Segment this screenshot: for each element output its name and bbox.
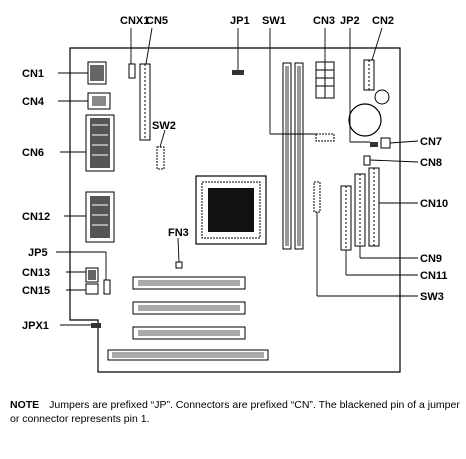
leader-lines [56, 27, 419, 326]
cpu-socket [195, 175, 267, 245]
label-jp1: JP1 [230, 15, 250, 27]
cn1-connector [87, 61, 107, 85]
label-cn5: CN5 [146, 15, 168, 27]
label-fn3: FN3 [168, 227, 189, 239]
sw2-switch [156, 146, 165, 170]
label-cn11: CN11 [420, 270, 448, 282]
jp5-jumper [103, 279, 111, 295]
sw3-switch [313, 181, 321, 213]
label-cn13: CN13 [22, 267, 50, 279]
jp2-jumper [370, 142, 378, 147]
cn2-header [363, 59, 375, 91]
label-sw2: SW2 [152, 120, 176, 132]
cn6-connector [85, 114, 115, 172]
cn9-header [354, 173, 366, 247]
cn4-connector [87, 92, 111, 110]
label-sw3: SW3 [420, 291, 444, 303]
label-cn3: CN3 [313, 15, 335, 27]
cn13-connector [85, 267, 99, 283]
cn11-header [340, 185, 352, 251]
label-cn9: CN9 [420, 253, 442, 265]
note-heading: NOTE [10, 399, 40, 411]
expansion-slot [107, 349, 269, 361]
label-cn8: CN8 [420, 157, 442, 169]
board-outline [69, 47, 401, 373]
jp1-jumper [232, 70, 244, 75]
label-cn10: CN10 [420, 198, 448, 210]
label-jpx1: JPX1 [22, 320, 49, 332]
cn8-connector [363, 155, 371, 166]
cn10-header [368, 167, 380, 247]
expansion-slot [132, 276, 246, 290]
label-cn15: CN15 [22, 285, 50, 297]
cn7-connector [380, 137, 391, 149]
label-cn1: CN1 [22, 68, 44, 80]
cn3-connector [315, 61, 335, 99]
cn5-header [139, 63, 151, 141]
cnx1-header [128, 63, 136, 79]
label-cn2: CN2 [372, 15, 394, 27]
label-jp2: JP2 [340, 15, 360, 27]
fn3-connector [175, 261, 183, 269]
label-cn6: CN6 [22, 147, 44, 159]
label-cn12: CN12 [22, 211, 50, 223]
cn15-connector [85, 283, 99, 295]
expansion-slot [132, 326, 246, 340]
note-text: Jumpers are prefixed “JP”. Connectors ar… [10, 399, 460, 425]
sw1-switch [315, 133, 335, 142]
label-cnx1: CNX1 [120, 15, 149, 27]
cn12-connector [85, 191, 115, 243]
label-cn4: CN4 [22, 96, 45, 108]
label-jp5: JP5 [28, 247, 48, 259]
battery [348, 89, 390, 137]
label-sw1: SW1 [262, 15, 286, 27]
jpx1-jumper [91, 323, 101, 328]
label-cn7: CN7 [420, 136, 442, 148]
expansion-slot [132, 301, 246, 315]
memory-slots [282, 62, 304, 250]
